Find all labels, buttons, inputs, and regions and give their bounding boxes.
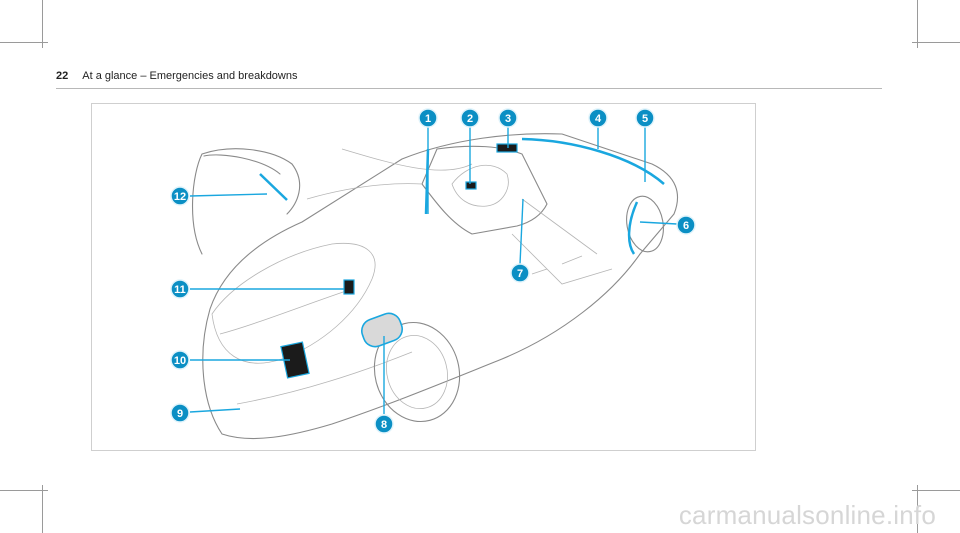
section-title: At a glance – Emergencies and breakdowns bbox=[82, 70, 298, 82]
svg-text:10: 10 bbox=[174, 355, 186, 367]
page-header: 22 At a glance – Emergencies and breakdow… bbox=[56, 70, 298, 82]
callout-7: 7 bbox=[510, 263, 530, 283]
svg-text:2: 2 bbox=[467, 113, 473, 125]
svg-text:5: 5 bbox=[642, 113, 648, 125]
svg-text:9: 9 bbox=[177, 408, 183, 420]
svg-text:1: 1 bbox=[425, 113, 431, 125]
crop-mark-top-right-h bbox=[912, 42, 960, 43]
crop-mark-top-left-v bbox=[42, 0, 43, 48]
svg-text:3: 3 bbox=[505, 113, 511, 125]
vehicle-overview-figure: 1 2 3 4 5 6 7 8 9 10 11 12 bbox=[91, 103, 756, 451]
crop-mark-bottom-left-v bbox=[42, 485, 43, 533]
header-rule bbox=[56, 88, 882, 89]
svg-text:7: 7 bbox=[517, 268, 523, 280]
crop-mark-bottom-right-v bbox=[917, 485, 918, 533]
crop-mark-top-right-v bbox=[917, 0, 918, 48]
car-body bbox=[191, 133, 678, 439]
callout-4: 4 bbox=[588, 108, 608, 128]
callout-2: 2 bbox=[460, 108, 480, 128]
svg-text:4: 4 bbox=[595, 113, 602, 125]
callout-1: 1 bbox=[418, 108, 438, 128]
part-8-highlight bbox=[360, 312, 404, 348]
callout-11: 11 bbox=[170, 279, 190, 299]
part-10-highlight bbox=[280, 341, 310, 379]
part-11-highlight bbox=[343, 279, 355, 295]
crop-mark-bottom-right-h bbox=[912, 490, 960, 491]
svg-text:6: 6 bbox=[683, 220, 689, 232]
part-3-highlight bbox=[496, 143, 518, 153]
crop-mark-bottom-left-h bbox=[0, 490, 48, 491]
crop-mark-top-left-h bbox=[0, 42, 48, 43]
car-illustration: 1 2 3 4 5 6 7 8 9 10 11 12 bbox=[170, 108, 696, 439]
callout-5: 5 bbox=[635, 108, 655, 128]
svg-text:12: 12 bbox=[174, 191, 186, 203]
callout-10: 10 bbox=[170, 350, 190, 370]
callout-6: 6 bbox=[676, 215, 696, 235]
highlighted-parts bbox=[259, 137, 665, 379]
callout-12: 12 bbox=[170, 186, 190, 206]
callout-9: 9 bbox=[170, 403, 190, 423]
svg-text:11: 11 bbox=[174, 284, 186, 296]
part-4-highlight bbox=[521, 137, 665, 185]
svg-text:8: 8 bbox=[381, 419, 387, 431]
page-number: 22 bbox=[56, 70, 69, 82]
part-12-highlight bbox=[259, 173, 288, 201]
callout-3: 3 bbox=[498, 108, 518, 128]
leader-lines bbox=[189, 126, 678, 414]
watermark: carmanualsonline.info bbox=[678, 500, 936, 530]
part-6-highlight bbox=[627, 201, 639, 255]
callout-8: 8 bbox=[374, 414, 394, 434]
part-2-highlight bbox=[465, 181, 477, 190]
